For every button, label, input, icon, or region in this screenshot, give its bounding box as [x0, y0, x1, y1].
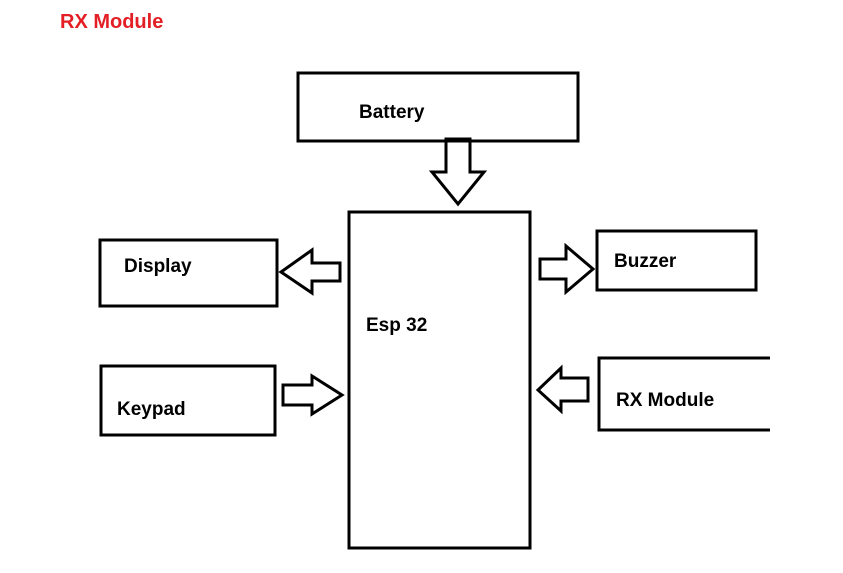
esp32-block	[347, 210, 532, 550]
battery-block	[296, 71, 580, 143]
rx-module-label: RX Module	[616, 390, 714, 411]
display-block	[98, 238, 279, 308]
arrow-rx-module-to-esp32	[535, 364, 590, 415]
esp32-label: Esp 32	[366, 315, 427, 336]
arrow-esp32-to-display	[278, 247, 342, 296]
keypad-label: Keypad	[117, 399, 186, 420]
rx-module-block	[597, 356, 770, 432]
keypad-block	[99, 364, 277, 437]
battery-label: Battery	[359, 102, 425, 123]
buzzer-block	[595, 229, 758, 292]
arrow-esp32-to-buzzer	[538, 242, 596, 296]
arrow-battery-to-esp32	[428, 137, 488, 207]
buzzer-label: Buzzer	[614, 251, 677, 272]
arrow-keypad-to-esp32	[281, 373, 345, 417]
display-label: Display	[124, 256, 192, 277]
page-title: RX Module	[60, 11, 164, 33]
